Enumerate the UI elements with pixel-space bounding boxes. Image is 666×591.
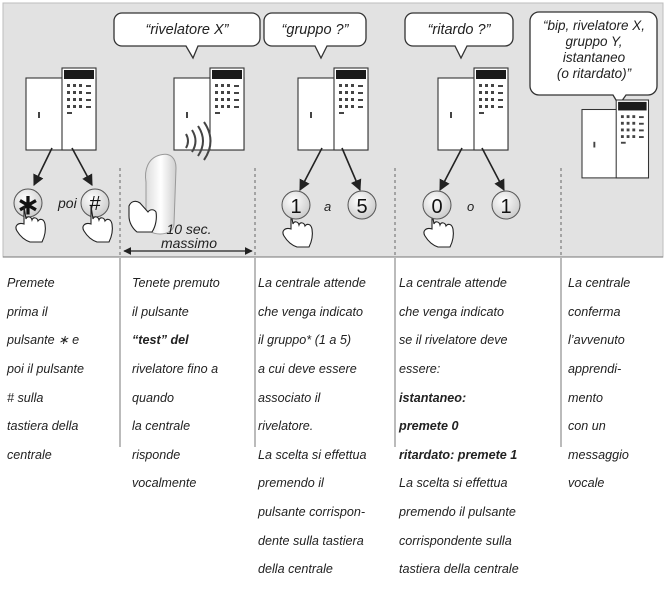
instruction-col-5: La centrale conferma l’avvenuto apprendi… <box>568 262 663 505</box>
text-line: pulsante ∗ e <box>7 333 80 348</box>
text-line: prima il <box>7 304 48 319</box>
text-line: apprendi- <box>568 362 622 377</box>
signal-waves-icon <box>185 121 212 161</box>
text-line-bold: “test” del <box>132 333 189 348</box>
key-5-group-label: 5 <box>356 196 367 218</box>
text-line: La centrale attende <box>399 276 507 291</box>
key-1-group: 1 <box>281 190 311 220</box>
bubble-ritardo: “ritardo ?” <box>404 12 514 60</box>
hand-icon <box>82 205 113 243</box>
bubble-conferma-line2: gruppo Y, <box>565 34 622 49</box>
hand-icon <box>423 212 454 248</box>
bubble-gruppo: “gruppo ?” <box>263 12 367 60</box>
control-panel-4 <box>437 67 509 151</box>
text-line: associato il <box>258 390 321 405</box>
text-line: La centrale <box>568 276 631 291</box>
step3-conjunction: a <box>324 199 331 214</box>
text-line: premendo il <box>258 476 324 491</box>
text-line: rivelatore. <box>258 419 314 434</box>
text-line: che venga indicato <box>258 304 364 319</box>
control-panel-2 <box>173 67 245 151</box>
instruction-col-3: La centrale attende che venga indicato i… <box>258 262 394 591</box>
text-line: il gruppo* (1 a 5) <box>258 333 352 348</box>
text-column-separators <box>119 258 562 447</box>
bubble-rivelatore: “rivelatore X” <box>113 12 261 60</box>
text-line: tastiera della centrale <box>399 562 519 577</box>
key-hash: # <box>80 188 110 218</box>
text-line: La scelta si effettua <box>258 447 367 462</box>
text-line: pulsante corrispon- <box>258 505 366 520</box>
text-line: tastiera della <box>7 419 79 434</box>
text-line: Premete <box>7 276 55 291</box>
key-1-mode-label: 1 <box>500 196 511 218</box>
text-line: poi il pulsante <box>7 362 85 377</box>
instruction-col-2: Tenete premuto il pulsante “test” del ri… <box>132 262 254 505</box>
text-line: che venga indicato <box>399 304 505 319</box>
control-panel-1 <box>25 67 97 151</box>
bubble-ritardo-text: “ritardo ?” <box>428 22 492 38</box>
key-5-group: 5 <box>347 190 377 220</box>
text-line: Tenete premuto <box>132 276 220 291</box>
text-line: se il rivelatore deve <box>399 333 508 348</box>
key-0-mode: 0 <box>422 190 452 220</box>
text-line: vocalmente <box>132 476 197 491</box>
column-separators <box>119 168 562 256</box>
text-line: essere: <box>399 362 441 377</box>
bubble-conferma: “bip, rivelatore X, gruppo Y, istantaneo… <box>529 11 658 107</box>
timer-line2: massimo <box>161 235 217 251</box>
text-line: rivelatore fino a <box>132 362 219 377</box>
text-line: La scelta si effettua <box>399 476 508 491</box>
hand-icon <box>282 212 313 248</box>
bubble-conferma-line1: “bip, rivelatore X, <box>543 18 645 33</box>
hand-icon <box>15 205 46 243</box>
text-line: l’avvenuto <box>568 333 625 348</box>
text-line: il pulsante <box>132 304 189 319</box>
text-line: # sulla <box>7 390 44 405</box>
step4-conjunction: o <box>467 199 474 214</box>
panel-arrows <box>33 147 505 192</box>
key-1-group-label: 1 <box>290 196 301 218</box>
control-panel-5 <box>581 99 650 179</box>
text-line-bold: premete 0 <box>399 419 459 434</box>
key-1-mode: 1 <box>491 190 521 220</box>
key-star-label: ∗ <box>16 189 39 220</box>
instruction-col-4: La centrale attende che venga indicato s… <box>399 262 559 591</box>
hand-on-detector-icon <box>128 200 157 233</box>
instruction-col-1: Premete prima il pulsante ∗ e poi il pul… <box>7 262 119 476</box>
key-star: ∗ <box>13 188 43 220</box>
text-line: quando <box>132 390 175 405</box>
installation-diagram: “rivelatore X” “gruppo ?” “ritardo ?” “b… <box>2 2 664 576</box>
text-line: vocale <box>568 476 605 491</box>
text-line: corrispondente sulla <box>399 533 512 548</box>
bubble-rivelatore-text: “rivelatore X” <box>146 22 230 38</box>
text-line: conferma <box>568 304 621 319</box>
text-line: risponde <box>132 447 181 462</box>
text-line: La centrale attende <box>258 276 366 291</box>
key-0-mode-label: 0 <box>431 196 442 218</box>
text-line: della centrale <box>258 562 333 577</box>
text-line: la centrale <box>132 419 191 434</box>
timer-line1: 10 sec. <box>166 221 211 237</box>
text-line: a cui deve essere <box>258 362 357 377</box>
text-line-bold: istantaneo: <box>399 390 467 405</box>
key-hash-label: # <box>89 193 101 215</box>
text-line: messaggio <box>568 447 629 462</box>
step1-conjunction: poi <box>57 195 78 211</box>
bubble-conferma-line3: istantaneo <box>563 50 626 65</box>
text-line: centrale <box>7 447 52 462</box>
text-line: mento <box>568 390 604 405</box>
text-line-bold: ritardato: premete 1 <box>399 447 518 462</box>
bubble-gruppo-text: “gruppo ?” <box>282 22 350 38</box>
text-line: con un <box>568 419 606 434</box>
text-line: premendo il pulsante <box>399 505 516 520</box>
bubble-conferma-line4: (o ritardato)” <box>557 66 632 81</box>
control-panel-3 <box>297 67 369 151</box>
text-line: dente sulla tastiera <box>258 533 364 548</box>
